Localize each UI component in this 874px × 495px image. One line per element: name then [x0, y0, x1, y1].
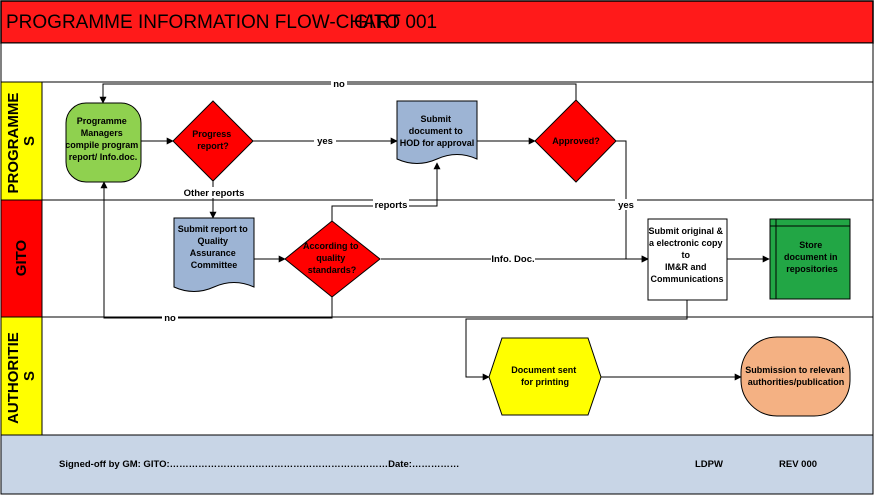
- edge-imr-printing: [465, 300, 688, 381]
- node-progress-decision-text: Progress report?: [192, 129, 234, 151]
- node-progress-decision: [172, 100, 254, 182]
- header-spacer: [0, 42, 874, 83]
- node-submit-imr-text: Submit original & a electronic copy to I…: [648, 226, 725, 284]
- lane-label-programmes-line1: PROGRAMME: [5, 93, 22, 194]
- title-bar: [0, 0, 874, 44]
- lane-label-programmes: PROGRAMME S: [5, 88, 38, 193]
- edge-label-yes-approved: yes: [618, 200, 634, 211]
- edge-label-reports: reports: [375, 200, 408, 211]
- node-submit-hod-text: Submit document to HOD for approval: [400, 114, 475, 148]
- node-standards-decision: [284, 220, 381, 298]
- node-approved-decision: [534, 99, 617, 183]
- footer-signoff: Signed-off by GM: GITO:………………………………………………: [59, 459, 459, 470]
- edge-label-info-doc: Info. Doc.: [491, 254, 534, 265]
- node-submit-imr: [647, 218, 728, 301]
- node-compile-report-text: Programme Managers compile program repor…: [65, 116, 141, 162]
- footer-org: LDPW: [695, 459, 723, 470]
- node-store-document: [769, 218, 851, 300]
- edge-label-no-bottom: no: [164, 313, 176, 324]
- node-submission-text: Submission to relevant authorities/publi…: [745, 365, 847, 387]
- page-title: PROGRAMME INFORMATION FLOW-CHART: [6, 12, 401, 33]
- node-store-document-text: Store document in repositories: [784, 240, 840, 274]
- edge-label-no-top: no: [333, 79, 345, 90]
- footer-bar: [0, 434, 874, 495]
- lane-label-gito: GITO: [13, 239, 30, 276]
- document-code: GITO 001: [354, 12, 437, 33]
- lane-label-gito-bg: [0, 199, 43, 318]
- node-printing-text: Document sent for printing: [511, 365, 579, 387]
- lane-label-authorities-line2: S: [21, 371, 38, 381]
- lane-label-authorities-bg: [0, 316, 43, 436]
- node-quality-assurance: [173, 217, 255, 292]
- node-quality-assurance-text: Submit report to Quality Assurance Commi…: [178, 224, 251, 270]
- node-submit-hod: [396, 100, 478, 164]
- node-submission: [740, 336, 851, 417]
- edge-standards-no-loop: [100, 181, 333, 319]
- lane-label-authorities: AUTHORITIE S: [5, 328, 38, 424]
- node-approved-decision-text: Approved?: [552, 136, 600, 146]
- node-printing: [488, 337, 602, 416]
- edge-label-other-reports: Other reports: [184, 188, 245, 199]
- lane-label-programmes-line2: S: [21, 136, 38, 146]
- footer-rev: REV 000: [779, 459, 817, 470]
- node-standards-decision-text: According to quality standards?: [303, 241, 361, 275]
- lane-authorities: [0, 316, 874, 436]
- edge-label-yes-progress: yes: [317, 136, 333, 147]
- node-compile-report: [65, 102, 142, 183]
- lane-label-authorities-line1: AUTHORITIE: [5, 332, 22, 424]
